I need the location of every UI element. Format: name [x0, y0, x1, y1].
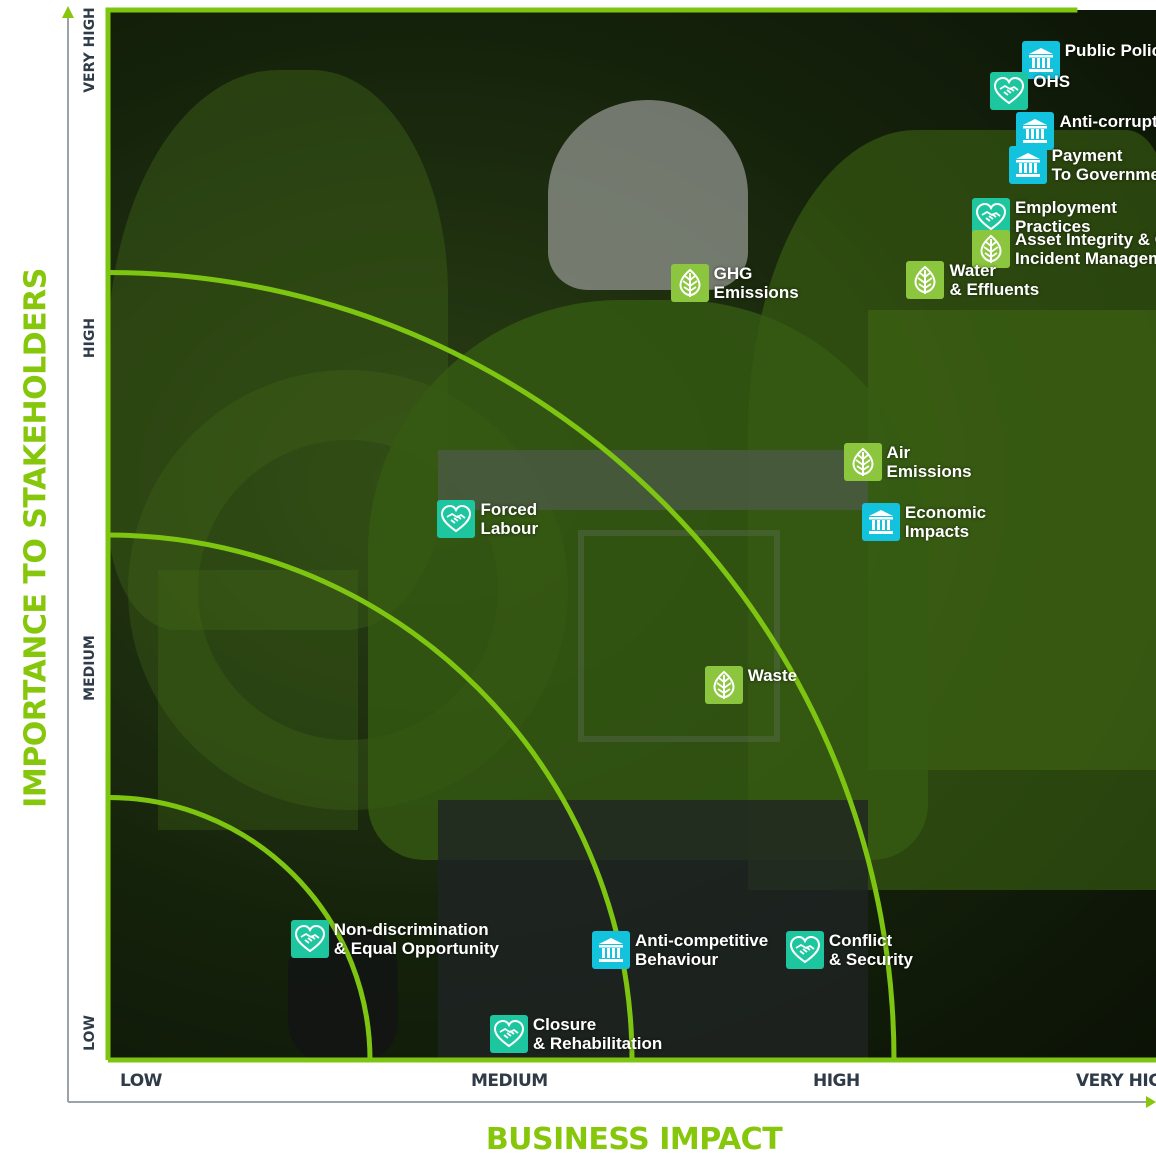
threshold-arc-1 — [107, 795, 373, 1061]
topic-governance: Public Policy — [1021, 40, 1156, 79]
topic-label: Forced Labour — [480, 500, 539, 539]
topic-label: Air Emissions — [886, 442, 972, 481]
building-icon — [861, 502, 900, 541]
topic-label: Employment Practices — [1014, 198, 1117, 237]
y-tick-label: LOW — [81, 1015, 98, 1051]
leaf-icon — [906, 261, 945, 300]
building-icon — [1016, 111, 1055, 150]
topic-social: Closure & Rehabilitation — [489, 1014, 663, 1053]
topic-label: Waste — [747, 665, 798, 685]
leaf-icon — [971, 229, 1010, 268]
topic-label: Conflict & Security — [828, 930, 913, 969]
topic-environment: Asset Integrity & Critical Incident Mana… — [971, 229, 1156, 268]
x-tick-label: LOW — [120, 1071, 162, 1091]
handshake-heart-icon — [489, 1014, 528, 1053]
topic-social: Non-discrimination & Equal Opportunity — [290, 920, 500, 959]
topic-label: Payment To Governments — [1051, 145, 1156, 184]
x-tick-label: HIGH — [813, 1071, 860, 1091]
topic-social: Forced Labour — [437, 500, 539, 539]
leaf-icon — [704, 665, 743, 704]
topic-label: Economic Impacts — [904, 502, 987, 541]
y-axis-arrow-icon — [62, 6, 74, 18]
y-tick-label: MEDIUM — [81, 635, 98, 701]
plot-frame-top-left — [105, 7, 1078, 1060]
topic-label: Closure & Rehabilitation — [532, 1014, 663, 1053]
topic-label: Asset Integrity & Critical Incident Mana… — [1014, 229, 1156, 268]
topic-label: Public Policy — [1064, 40, 1156, 60]
topic-environment: GHG Emissions — [670, 264, 799, 302]
topic-environment: Air Emissions — [843, 442, 972, 481]
x-tick-label: VERY HIGH — [1076, 1071, 1156, 1091]
topic-governance: Economic Impacts — [861, 502, 987, 541]
topic-governance: Anti-corruption — [1016, 111, 1156, 150]
y-axis-title: IMPORTANCE TO STAKEHOLDERS — [18, 268, 54, 808]
building-icon — [1021, 40, 1060, 79]
background-photo — [108, 10, 1156, 1060]
topic-label: Non-discrimination & Equal Opportunity — [333, 920, 500, 959]
x-tick-label: MEDIUM — [471, 1071, 548, 1091]
threshold-arc-3 — [107, 270, 897, 1061]
y-tick-label: VERY HIGH — [81, 7, 98, 93]
leaf-icon — [843, 442, 882, 481]
y-tick-label: HIGH — [82, 317, 99, 359]
x-axis-title: BUSINESS IMPACT — [485, 1122, 783, 1157]
building-icon — [592, 930, 631, 969]
leaf-icon — [670, 264, 709, 302]
topic-label: OHS — [1033, 72, 1071, 92]
building-icon — [1008, 145, 1047, 184]
topic-label: Anti-competitive Behaviour — [635, 930, 769, 969]
topic-governance: Anti-competitive Behaviour — [592, 930, 769, 969]
handshake-heart-icon — [290, 920, 329, 959]
handshake-heart-icon — [785, 930, 824, 969]
topic-label: GHG Emissions — [713, 264, 799, 302]
topic-social: OHS — [990, 72, 1071, 111]
topic-governance: Payment To Governments — [1008, 145, 1156, 184]
topic-social: Employment Practices — [971, 198, 1117, 237]
handshake-heart-icon — [990, 72, 1029, 111]
threshold-arc-2 — [107, 532, 635, 1061]
topic-label: Water & Effluents — [949, 261, 1040, 300]
x-axis-arrow-icon — [1146, 1096, 1156, 1108]
topic-environment: Water & Effluents — [906, 261, 1040, 300]
topic-social: Conflict & Security — [785, 930, 913, 969]
topic-label: Anti-corruption — [1059, 111, 1156, 131]
topic-environment: Waste — [704, 665, 798, 704]
handshake-heart-icon — [437, 500, 476, 539]
